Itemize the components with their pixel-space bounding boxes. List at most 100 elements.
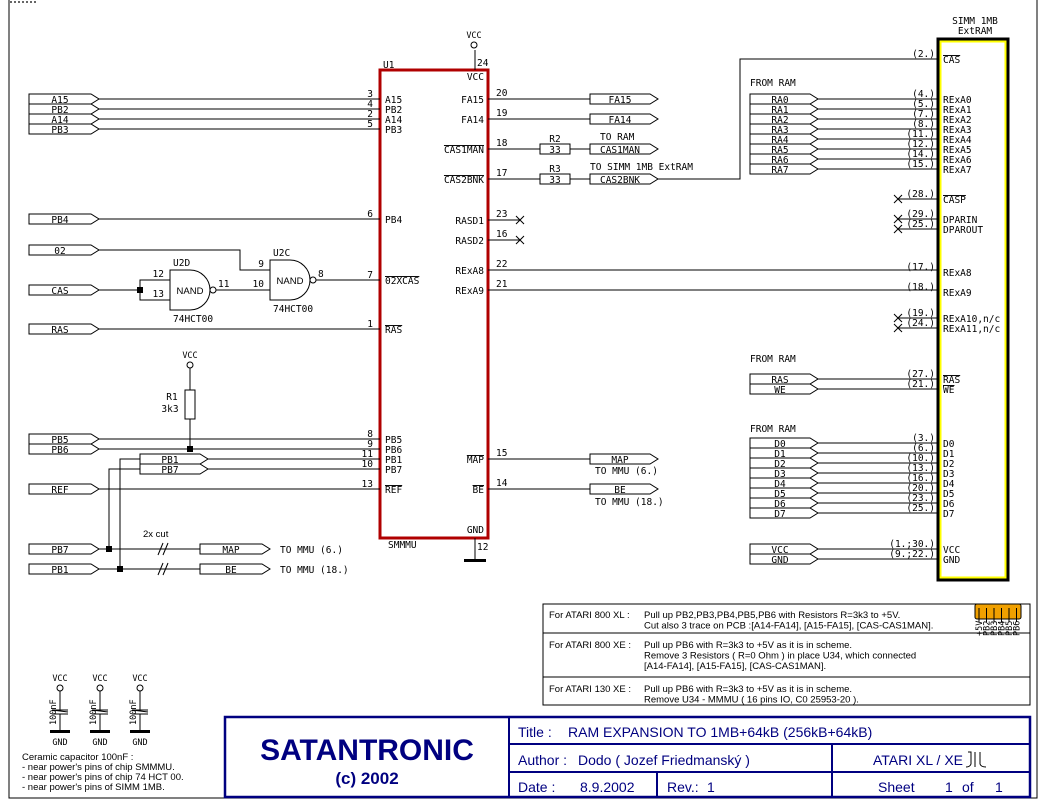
gate-type: NAND [177, 286, 204, 297]
no-connect-icon [893, 224, 903, 234]
simm-port-ra6: RA6 [749, 153, 819, 166]
simm-pin-number: (2.) [912, 49, 935, 60]
simm-pin-label: RExA2 [943, 115, 972, 126]
simm-subtitle: ExtRAM [958, 26, 993, 37]
pin-label-be: BE [473, 485, 485, 496]
port-flag [589, 483, 659, 495]
pin-label-fa14: FA14 [461, 115, 484, 126]
simm-pin-label: D7 [943, 509, 954, 520]
u1-chip-body [378, 68, 490, 540]
port-flag [28, 244, 100, 256]
connector-pin-label: PB3 [990, 621, 1000, 636]
port-label: RA7 [771, 165, 788, 176]
vcc-terminal-icon [56, 684, 64, 692]
gate-part: 74HCT00 [173, 314, 213, 325]
grid-mark [18, 1, 20, 3]
port-label: D4 [774, 479, 786, 490]
port-label: A14 [51, 115, 68, 126]
annotation-be: TO MMU (18.) [595, 497, 664, 508]
port-label: RA2 [771, 115, 788, 126]
simm-pin-label: RExA1 [943, 105, 972, 116]
cut-mark-icon [157, 562, 169, 576]
port-label: WE [774, 385, 786, 396]
port-label: PB4 [51, 215, 68, 226]
port-label: D6 [774, 499, 786, 510]
net-cas2bnk-green [658, 58, 938, 180]
port-label: D5 [774, 489, 785, 500]
port-cas: CAS [28, 284, 100, 297]
pin-label-pb6: PB6 [385, 445, 402, 456]
port-note: TO MMU (6.) [280, 545, 343, 556]
port-map-out: MAP [199, 543, 271, 556]
gate-type: NAND [277, 276, 304, 287]
port-pb7: PB7 [28, 543, 100, 556]
gate-pin-out: 8 [318, 269, 324, 280]
port-label: FA15 [609, 95, 632, 106]
pin-number: 15 [496, 448, 507, 459]
connector-pin-label: PB4 [998, 621, 1008, 636]
port-label: BE [225, 565, 237, 576]
port-flag [28, 284, 100, 296]
simm-pin-label: D0 [943, 439, 955, 450]
port-a14: A14 [28, 113, 100, 126]
port-pb1: PB1 [28, 563, 100, 576]
pin-number: 23 [496, 209, 507, 220]
pin-number: 8 [367, 429, 373, 440]
port-flag [749, 447, 819, 459]
port-label: RA3 [771, 125, 788, 136]
pin-number: 21 [496, 279, 508, 290]
wire-02 [98, 249, 270, 271]
no-connect-icon [893, 194, 903, 204]
connector-pin-label: PB2 [983, 621, 993, 636]
port-label: RA1 [771, 105, 788, 116]
simm-pin-number: (7.) [912, 109, 935, 120]
author: Dodo ( Jozef Friedmanský ) [578, 752, 750, 768]
r3-ref: R3 [549, 164, 560, 175]
vcc-label: VCC [92, 674, 107, 684]
no-connect-icon [515, 235, 525, 245]
simm-pin-label: RExA9 [943, 288, 972, 299]
simm-port-ra4: RA4 [749, 133, 819, 146]
simm-pin-number: (25.) [906, 503, 935, 514]
port-label: RA4 [771, 135, 788, 146]
sheet-count: 1 [995, 779, 1003, 795]
port-flag [749, 93, 819, 105]
simm-pin-number: (19.) [906, 308, 935, 319]
gate-ref: U2C [273, 248, 290, 259]
pin-label-ras: RAS [385, 325, 402, 336]
cap-note: - near power's pins of chip 74 HCT 00. [22, 772, 184, 783]
port-cas2bnk: CAS2BNK [589, 173, 659, 186]
simm-pin-label: GND [943, 555, 960, 566]
sheet-label: Sheet [878, 779, 915, 795]
port-flag [749, 467, 819, 479]
pin-number: 4 [367, 99, 373, 110]
pin-number: 2 [367, 109, 373, 120]
port-flag [749, 477, 819, 489]
ground-icon [50, 730, 70, 733]
simm-pin-label: DPARIN [943, 215, 978, 226]
port-flag [589, 173, 659, 185]
annotation-to-simm: TO SIMM 1MB ExtRAM [590, 162, 693, 173]
port-flag [28, 323, 100, 335]
simm-pin-label: RExA4 [943, 135, 972, 146]
simm-port-gnd: GND [749, 553, 819, 566]
simm-pin-number: (11.) [906, 129, 935, 140]
pin-number: 11 [362, 449, 374, 460]
grid-mark [22, 1, 24, 3]
pin-label-fa15: FA15 [461, 95, 484, 106]
pin-number: 16 [496, 229, 508, 240]
cap-value: 100nF [89, 699, 99, 725]
gate-part: 74HCT00 [273, 304, 313, 315]
pin-label-pb2: PB2 [385, 105, 402, 116]
junction-dot [187, 446, 193, 452]
vcc-terminal-icon [470, 41, 478, 49]
connector-pin-label: PB5 [1005, 621, 1015, 636]
vcc-pin-number: 24 [477, 58, 489, 69]
pin-label-cas2bnk: CAS2BNK [444, 175, 484, 186]
pin-number: 17 [496, 168, 507, 179]
gnd-label: GND [92, 738, 107, 748]
port-flag [749, 553, 819, 565]
resistor-r1-icon [184, 389, 196, 420]
pin-label-02xcas: 02XCAS [385, 276, 420, 287]
